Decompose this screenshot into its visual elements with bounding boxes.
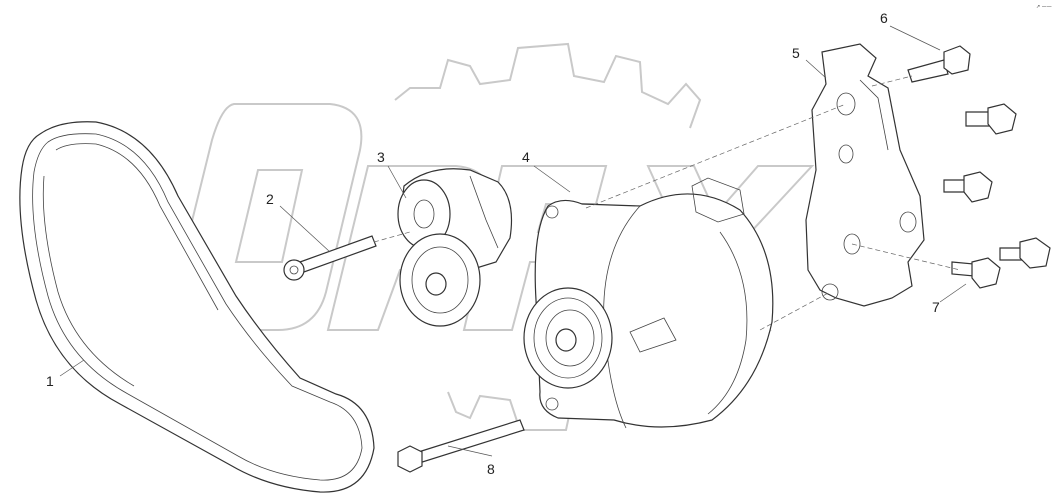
corner-mark: ↗ —— <box>1036 4 1052 10</box>
mounting-bracket <box>805 43 925 307</box>
callout-labels: 1 2 3 4 5 6 7 8 <box>46 10 940 477</box>
drive-belt <box>19 121 375 493</box>
flange-bolt <box>943 171 993 203</box>
leader-lines <box>59 25 967 457</box>
alternator-bolt <box>397 419 525 473</box>
callout-7: 7 <box>932 299 940 315</box>
callout-4: 4 <box>522 149 530 165</box>
callout-2: 2 <box>266 191 274 207</box>
callout-5: 5 <box>792 45 800 61</box>
tensioner-bolt <box>283 235 377 281</box>
flange-bolts <box>943 103 1051 289</box>
alignment-lines <box>373 75 961 331</box>
callout-1: 1 <box>46 373 54 389</box>
flange-bolt <box>999 237 1051 269</box>
tensioner-pulley <box>397 168 513 327</box>
stud-bolt <box>907 45 971 83</box>
callout-8: 8 <box>487 461 495 477</box>
alternator <box>523 177 774 429</box>
flange-bolt <box>951 257 1001 289</box>
flange-bolt <box>965 103 1017 135</box>
callout-6: 6 <box>880 10 888 26</box>
callout-3: 3 <box>377 149 385 165</box>
